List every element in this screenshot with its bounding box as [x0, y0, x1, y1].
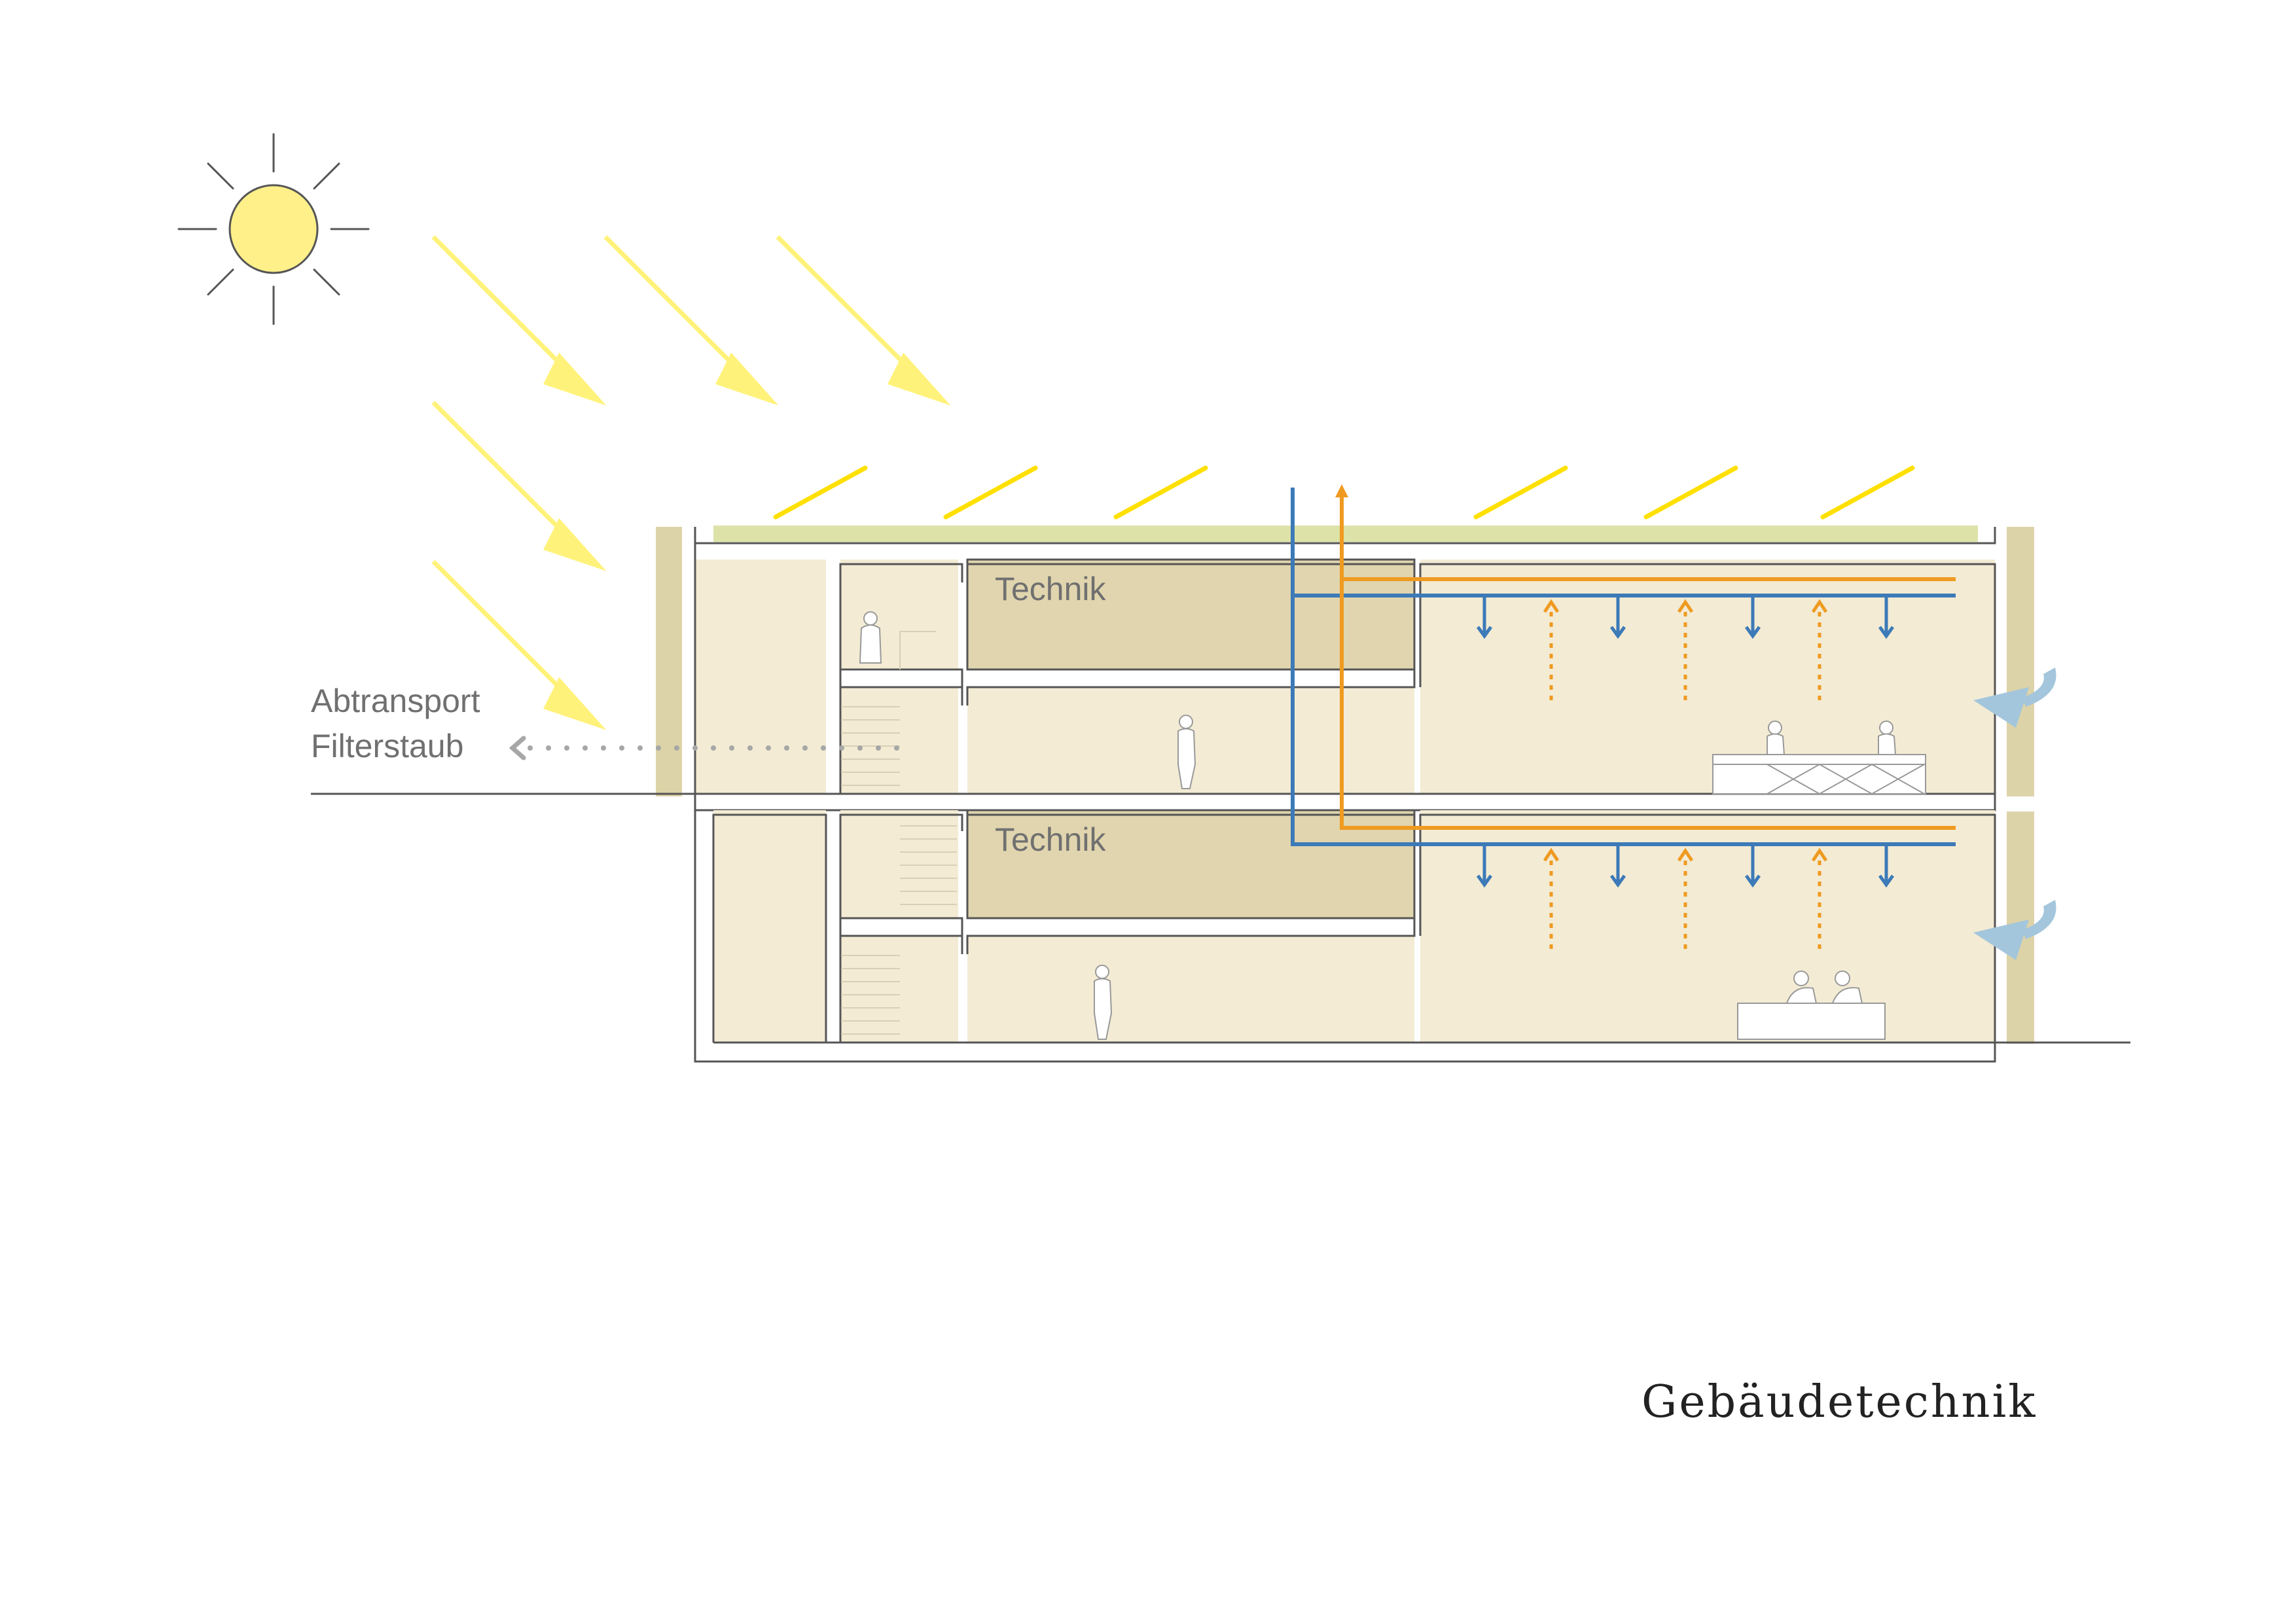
diagram-title: Gebäudetechnik: [1641, 1376, 2037, 1428]
sun-ray-2: [603, 235, 779, 406]
technik-label-upper: Technik: [995, 571, 1107, 607]
air-inflow-arrow-icon: [1973, 900, 2056, 960]
building-section: [311, 526, 2130, 1063]
sun-ray-3: [776, 235, 951, 406]
person-icon: [1177, 715, 1196, 789]
dust-removal-path: [509, 736, 899, 760]
person-icon: [1878, 721, 1897, 755]
sun-ray-4: [431, 401, 607, 571]
person-icon: [1831, 971, 1863, 1004]
furniture: [1712, 754, 1926, 1040]
stairs-upper: [841, 631, 936, 786]
dust-arrow-icon: [509, 736, 526, 760]
air-inflow-arrow-icon: [1973, 668, 2056, 728]
workbench-upper: [1712, 754, 1926, 794]
sun-icon: [177, 133, 370, 325]
lower-stair-core: [713, 810, 826, 1043]
stairs-lower: [841, 825, 957, 1035]
dust-label-line1: Abtransport: [311, 683, 480, 719]
upper-stair-core: [695, 560, 826, 794]
person-icon: [859, 611, 882, 664]
supply-outlets: [1476, 597, 1895, 888]
workbench-lower: [1737, 1003, 1886, 1040]
sun-ray-1: [431, 235, 607, 406]
technik-label-lower: Technik: [995, 821, 1107, 858]
exhaust-inlets: [1543, 599, 1828, 949]
solar-panels: [773, 465, 1915, 520]
sun-ray-5: [431, 560, 607, 730]
person-icon: [1094, 965, 1113, 1040]
exhaust-air-system: [1335, 484, 1956, 830]
dust-label-line2: Filterstaub: [311, 728, 463, 764]
person-icon: [1767, 721, 1785, 755]
green-roof: [713, 526, 1978, 542]
supply-air-system: [1291, 488, 1956, 846]
people: [859, 611, 1897, 1040]
sun-rays: [431, 235, 951, 730]
open-space-lower: [1420, 810, 1995, 1043]
person-icon: [1785, 971, 1818, 1004]
